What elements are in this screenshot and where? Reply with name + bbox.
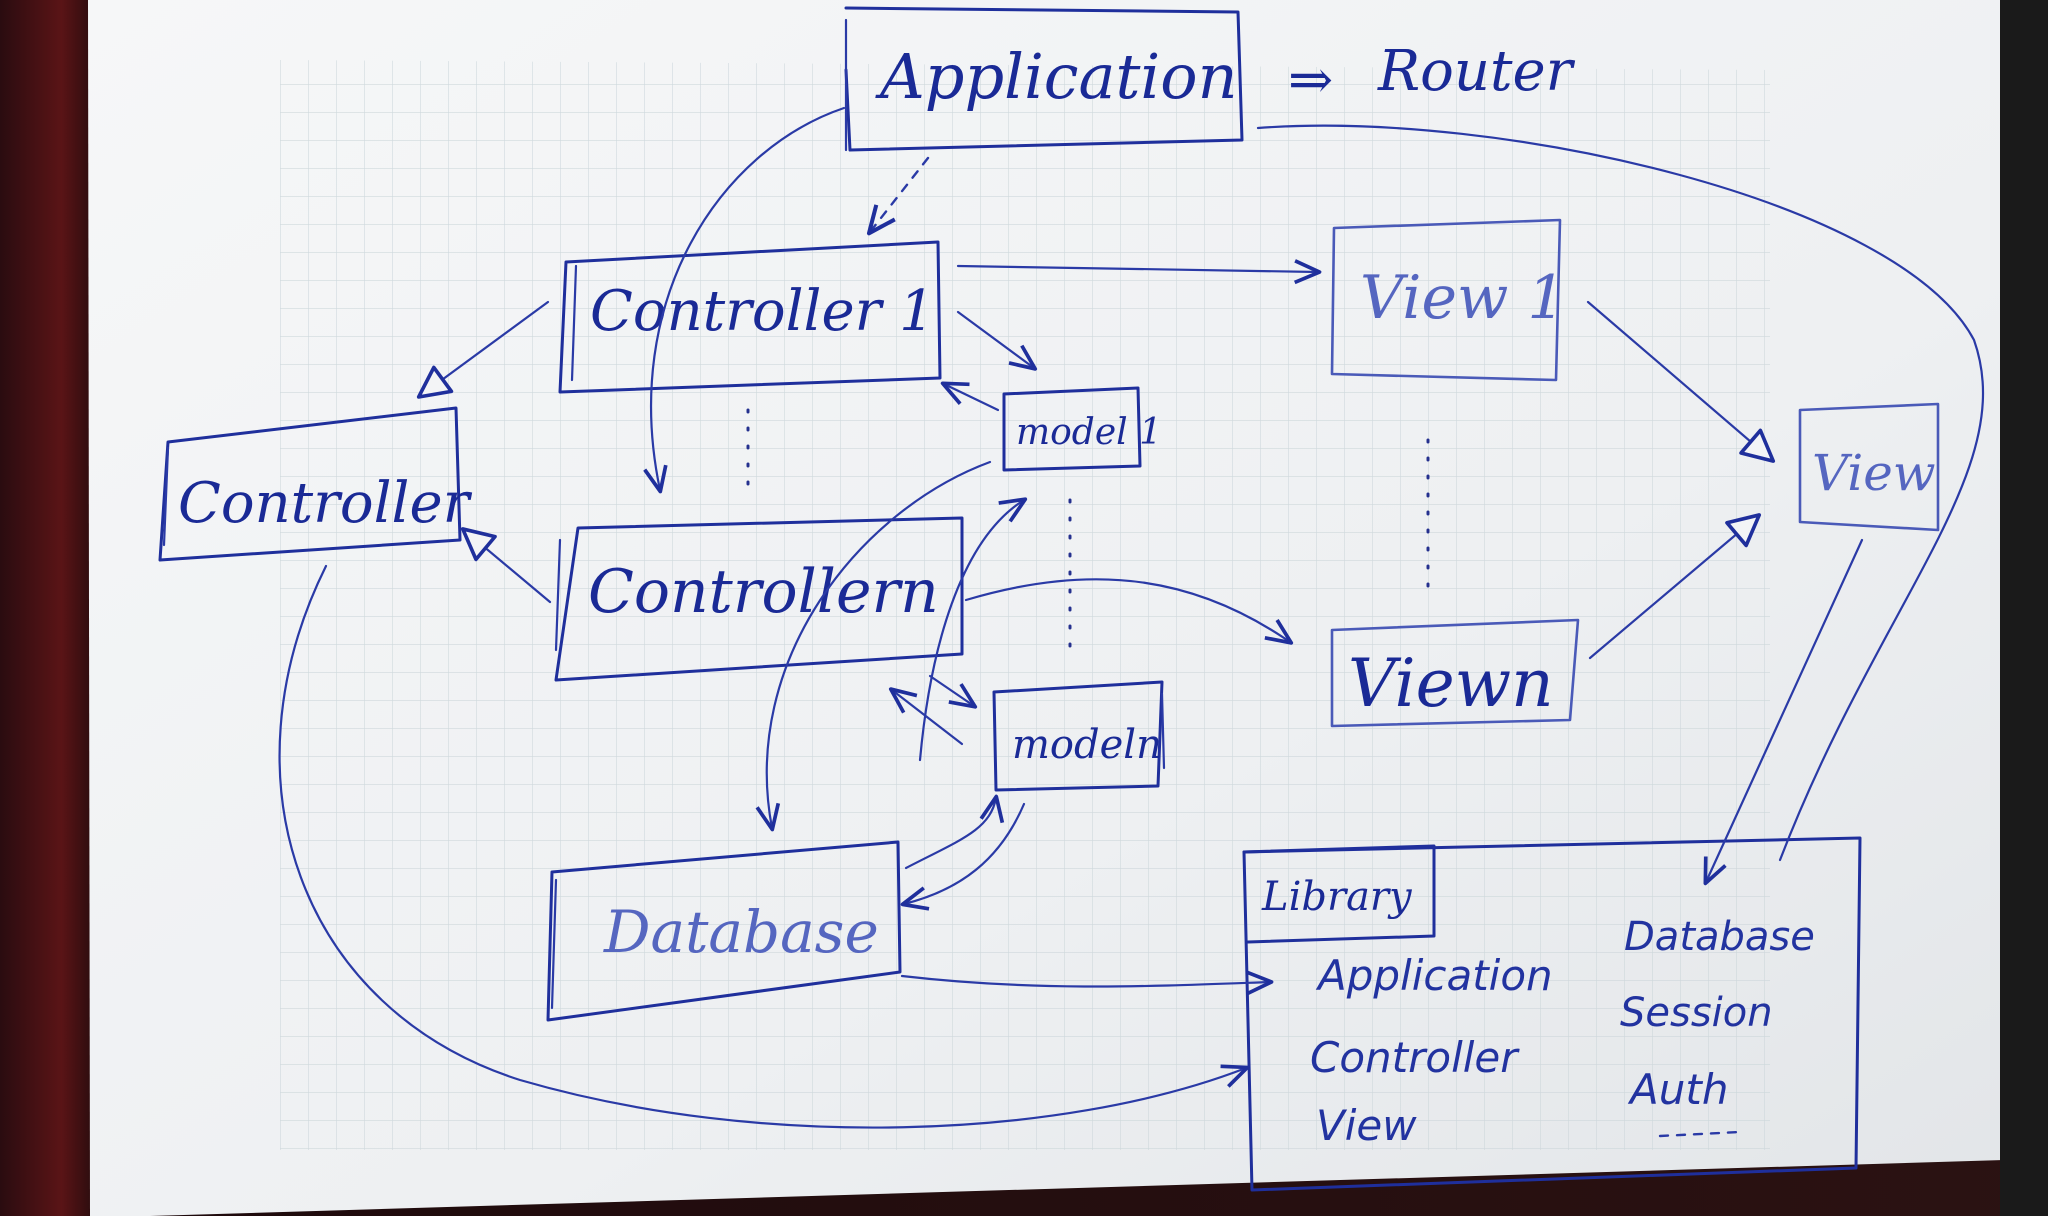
library-box: Library Application Controller View Data…: [1242, 836, 1862, 1192]
edge-database-to-library: [900, 970, 1274, 996]
view-n-label: Viewn: [1348, 645, 1554, 722]
edge-controller1-to-model1: [956, 310, 1038, 371]
paper-grid: [280, 60, 1770, 1150]
controller-1-label: Controller 1: [590, 279, 935, 344]
library-item-session: Session: [1620, 990, 1773, 1036]
application-label: Application: [875, 40, 1238, 113]
application-box: Application: [844, 6, 1244, 152]
view-1-box: View 1: [1330, 218, 1566, 382]
controller-base-box: Controller: [158, 406, 473, 562]
edge-view1-to-view: [1586, 300, 1776, 463]
model-1-box: model 1: [1002, 386, 1162, 472]
library-item-application: Application: [1315, 951, 1553, 1000]
edge-controller-to-library: [278, 564, 1250, 1129]
router-note: ⇒ Router: [1288, 39, 1576, 111]
view-1-label: View 1: [1360, 263, 1566, 333]
edge-controllern-to-modeln: [928, 674, 978, 709]
library-ellipsis: [1658, 1130, 1742, 1138]
router-label: Router: [1377, 39, 1576, 104]
library-item-view: View: [1316, 1101, 1417, 1150]
library-item-controller: Controller: [1310, 1033, 1520, 1082]
model-n-box: modeln: [992, 680, 1166, 792]
edge-controller1-to-view1: [956, 259, 1322, 285]
database-label: Database: [603, 898, 879, 966]
model-1-label: model 1: [1016, 412, 1162, 453]
edge-controllern-to-viewn: [964, 578, 1294, 645]
edge-modeln-to-controllern: [888, 687, 964, 746]
edge-model1-to-controller1: [940, 381, 1000, 412]
edge-controllern-to-model1: [918, 497, 1028, 762]
controller-base-label: Controller: [178, 471, 473, 536]
edge-controllern-to-controller: [460, 527, 552, 604]
paper-right-edge: [2000, 0, 2048, 1216]
model-n-label: modeln: [1012, 722, 1162, 768]
edge-modeln-to-database: [900, 802, 1026, 911]
library-item-database: Database: [1624, 914, 1815, 960]
edge-controller1-to-controller: [416, 300, 550, 399]
view-n-box: Viewn: [1330, 618, 1580, 728]
library-item-auth: Auth: [1627, 1065, 1728, 1114]
view-box: View: [1798, 402, 1940, 532]
database-box: Database: [546, 840, 902, 1022]
edge-application-to-controllern: [643, 106, 846, 494]
library-title: Library: [1261, 874, 1413, 920]
edge-viewn-to-view: [1588, 513, 1762, 660]
controller-n-label: Controllern: [588, 557, 939, 627]
edge-database-to-modeln: [904, 794, 1005, 870]
edge-application-to-library: [1256, 124, 1985, 862]
controller-1-box: Controller 1: [558, 240, 942, 394]
edge-view-to-library: [1703, 538, 1864, 886]
edge-model1-to-database: [755, 460, 992, 832]
view-label: View: [1812, 444, 1936, 502]
controller-n-box: Controllern: [554, 516, 964, 682]
router-arrow-symbol: ⇒: [1288, 48, 1333, 111]
